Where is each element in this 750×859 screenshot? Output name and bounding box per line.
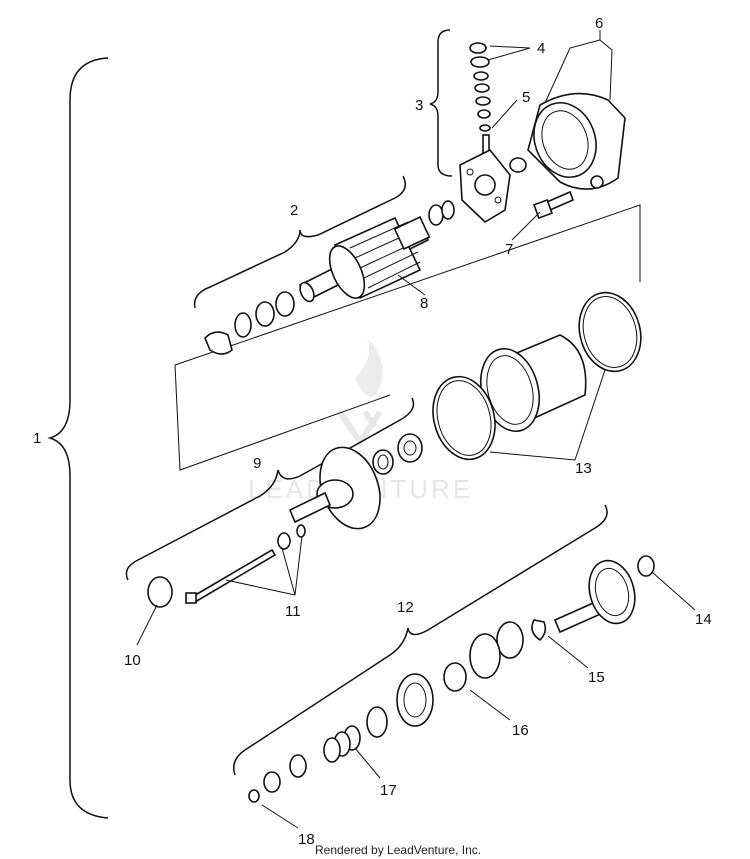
part-field-frame <box>480 334 587 433</box>
brace-1 <box>47 57 109 819</box>
part-armature-washers <box>428 200 455 226</box>
label-7: 7 <box>505 241 513 258</box>
label-2: 2 <box>290 202 298 219</box>
label-15: 15 <box>588 669 605 686</box>
label-10: 10 <box>124 652 141 669</box>
label-11: 11 <box>285 603 301 620</box>
part-retainer-15 <box>496 619 547 659</box>
label-6: 6 <box>595 15 603 32</box>
part-pinion-shaft-14 <box>553 555 655 634</box>
label-17: 17 <box>380 782 397 799</box>
leader-lines <box>136 30 696 829</box>
part-bearing <box>372 433 423 475</box>
label-3: 3 <box>415 97 423 114</box>
footer-credit: Rendered by LeadVenture, Inc. <box>315 843 481 857</box>
label-16: 16 <box>512 722 529 739</box>
part-through-bolt-11 <box>185 524 306 604</box>
label-8: 8 <box>420 295 428 312</box>
label-13: 13 <box>575 460 592 477</box>
part-o-ring-13b <box>578 291 642 373</box>
bracket-2 <box>193 175 406 309</box>
part-rear-washers <box>204 291 295 355</box>
label-9: 9 <box>253 455 261 472</box>
bracket-9 <box>125 397 415 581</box>
part-clutch-16 <box>396 633 501 727</box>
label-12: 12 <box>397 599 414 616</box>
part-bolt-7 <box>533 190 575 219</box>
label-18: 18 <box>298 831 315 848</box>
part-nuts-washers-4 <box>469 42 491 132</box>
bracket-12 <box>233 504 608 776</box>
part-o-ring-13a <box>432 375 496 461</box>
label-14: 14 <box>695 611 712 628</box>
part-o-ring-10 <box>147 576 173 608</box>
label-1: 1 <box>33 430 41 447</box>
part-end-cap-6 <box>509 92 626 190</box>
part-drive-housing-9 <box>288 446 381 530</box>
housing-outline <box>174 204 641 471</box>
label-4: 4 <box>537 40 545 57</box>
brace-3 <box>429 29 453 177</box>
callout-labels: 1 2 3 4 5 6 7 8 9 10 11 12 13 14 15 16 1… <box>33 15 712 848</box>
part-brush-plate <box>459 148 511 224</box>
part-armature-8 <box>298 216 431 303</box>
part-end-washers-18 <box>248 754 307 803</box>
part-spring-17 <box>323 706 388 763</box>
label-5: 5 <box>522 89 530 106</box>
